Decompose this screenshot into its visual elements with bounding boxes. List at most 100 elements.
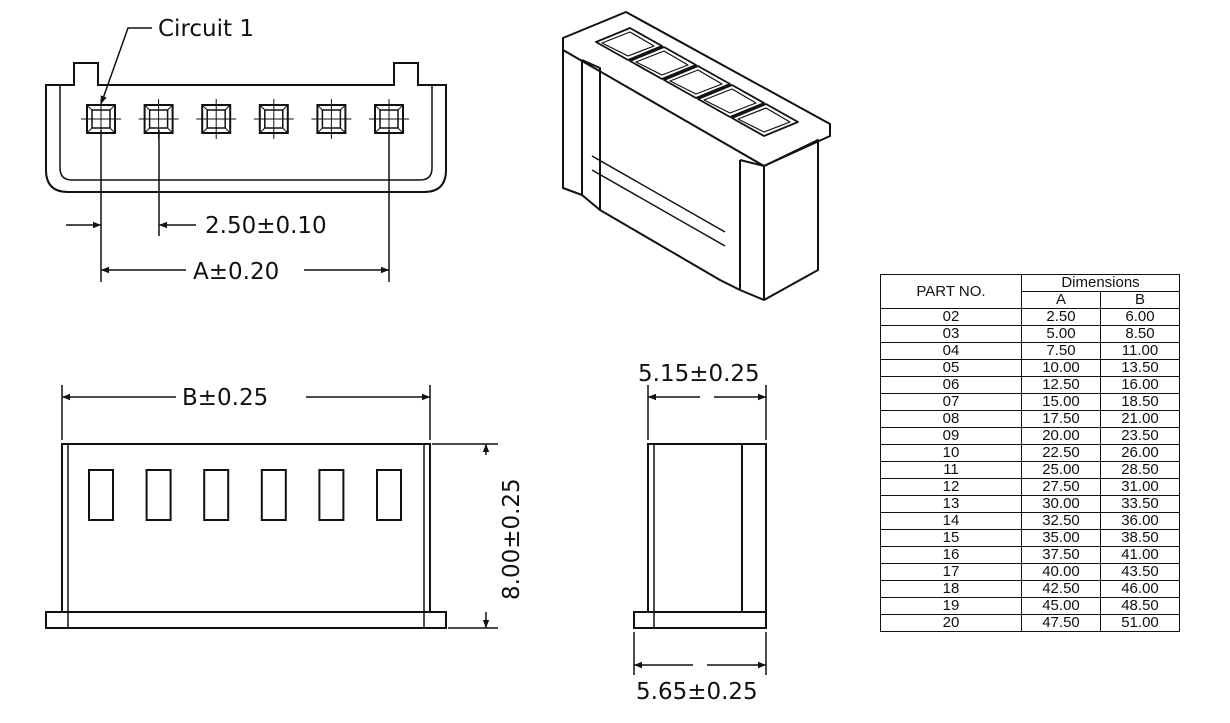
cavity-corner	[201, 104, 208, 111]
dim-b-cell: 26.00	[1100, 444, 1180, 462]
dim-b-cell: 43.50	[1100, 563, 1180, 581]
side-base	[633, 611, 767, 629]
cavity-corner	[109, 127, 116, 134]
cavity-corner	[317, 104, 323, 111]
circuit-1-label: Circuit 1	[158, 16, 254, 42]
front-window	[145, 469, 172, 521]
iso-slot	[731, 103, 799, 137]
side-bottom-dimension-label: 5.65±0.25	[636, 679, 758, 705]
dim-b-cell: 11.00	[1100, 342, 1180, 360]
iso-slot-inner	[703, 88, 757, 114]
circuit-1-leader	[100, 27, 152, 105]
iso-slot	[663, 65, 731, 99]
side-wall	[741, 443, 767, 613]
dim-a-cell: 47.50	[1021, 614, 1101, 632]
dim-a-cell: 5.00	[1021, 325, 1101, 343]
dim-b-cell: 46.00	[1100, 580, 1180, 598]
front-window	[88, 469, 114, 521]
iso-right-post	[739, 159, 765, 301]
dim-b-cell: 41.00	[1100, 546, 1180, 564]
part-no-cell: 14	[880, 512, 1022, 530]
dim-b-cell: 51.00	[1100, 614, 1180, 632]
b-dimension-label: B±0.25	[182, 385, 268, 411]
cavity-corner	[167, 104, 173, 111]
dim-a-cell: 35.00	[1021, 529, 1101, 547]
dim-a-cell: 20.00	[1021, 427, 1101, 445]
header-dimensions: Dimensions	[1021, 274, 1180, 292]
dim-b-cell: 31.00	[1100, 478, 1180, 496]
iso-left-post	[581, 59, 601, 211]
cavity-corner	[259, 104, 266, 111]
dim-b-cell: 21.00	[1100, 410, 1180, 428]
front-window-group	[88, 469, 402, 521]
cavity-corner	[340, 104, 346, 111]
cavity-corner	[374, 127, 381, 134]
iso-slot-outline	[595, 27, 663, 61]
dim-b-cell: 38.50	[1100, 529, 1180, 547]
front-view	[45, 443, 447, 629]
cavity-corner	[259, 127, 266, 134]
cavity	[253, 99, 294, 139]
iso-front-face	[562, 50, 583, 196]
dim-b-cell: 36.00	[1100, 512, 1180, 530]
pitch-label: 2.50±0.10	[205, 213, 327, 239]
iso-top-face	[562, 11, 831, 167]
dim-a-cell: 37.50	[1021, 546, 1101, 564]
cavity-corner	[109, 104, 116, 111]
part-no-cell: 13	[880, 495, 1022, 513]
iso-slot-inner	[601, 31, 655, 57]
height-label: 8.00±0.25	[499, 478, 525, 600]
dim-a-cell: 27.50	[1021, 478, 1101, 496]
cavity-corner	[397, 127, 404, 134]
isometric-view	[562, 11, 831, 301]
dim-a-cell: 22.50	[1021, 444, 1101, 462]
dim-a-cell: 15.00	[1021, 393, 1101, 411]
dim-a-cell: 40.00	[1021, 563, 1101, 581]
dim-a-cell: 42.50	[1021, 580, 1101, 598]
part-no-cell: 03	[880, 325, 1022, 343]
dim-b-cell: 48.50	[1100, 597, 1180, 615]
cavity	[196, 99, 237, 139]
iso-slot-outline	[731, 103, 799, 137]
dim-a-cell: 10.00	[1021, 359, 1101, 377]
cavity-corner	[224, 127, 231, 134]
dim-a-cell: 2.50	[1021, 308, 1101, 326]
part-no-cell: 06	[880, 376, 1022, 394]
dim-b-cell: 23.50	[1100, 427, 1180, 445]
cavity-corner	[167, 127, 173, 134]
front-window	[376, 469, 402, 521]
cavity-corner	[317, 127, 323, 134]
part-no-cell: 05	[880, 359, 1022, 377]
part-no-cell: 09	[880, 427, 1022, 445]
side-body	[647, 443, 767, 613]
part-no-cell: 20	[880, 614, 1022, 632]
dim-a-cell: 7.50	[1021, 342, 1101, 360]
cavity-group	[81, 99, 409, 139]
dim-b-cell: 6.00	[1100, 308, 1180, 326]
part-no-cell: 15	[880, 529, 1022, 547]
dim-a-cell: 30.00	[1021, 495, 1101, 513]
part-no-cell: 11	[880, 461, 1022, 479]
iso-slot-inner	[669, 69, 723, 95]
dim-b-cell: 28.50	[1100, 461, 1180, 479]
iso-slot	[697, 84, 765, 118]
dim-a-cell: 32.50	[1021, 512, 1101, 530]
part-no-cell: 02	[880, 308, 1022, 326]
side-view	[633, 443, 767, 629]
side-top-dimension	[647, 385, 767, 440]
dim-a-cell: 25.00	[1021, 461, 1101, 479]
header-b: B	[1100, 291, 1180, 309]
part-no-cell: 17	[880, 563, 1022, 581]
cavity-corner	[86, 104, 93, 111]
front-window	[203, 469, 230, 521]
